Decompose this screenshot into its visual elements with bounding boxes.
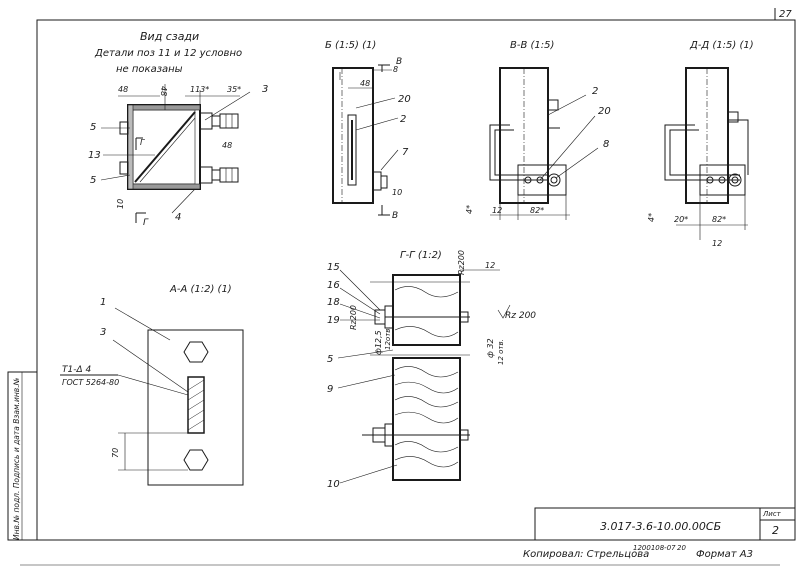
drawing-designation: 3.017-3.6-10.00.00СБ <box>600 520 721 533</box>
section-b-callout-7: 7 <box>402 147 409 158</box>
section-b-dim-8: 8 <box>393 65 398 74</box>
section-g-rz200a: Rz200 <box>457 250 466 275</box>
section-b-mark-v2: В <box>392 211 398 221</box>
section-b-mark-v1: В <box>396 57 402 67</box>
section-g-callout-9: 9 <box>327 384 333 395</box>
section-g-callout-16: 16 <box>327 280 340 291</box>
section-d-title: Д-Д (1:5) (1) <box>689 40 754 51</box>
section-g-hole1b: 12отв. <box>384 326 392 350</box>
section-a-callout-3: 3 <box>100 327 106 338</box>
section-g-rz200b: Rz200 <box>349 305 358 330</box>
section-g-hole2: ф 32 <box>486 338 495 358</box>
section-a-title: А-А (1:2) (1) <box>169 284 232 295</box>
section-a-weld-2: ГОСТ 5264-80 <box>62 378 119 387</box>
sheet-label: Лист <box>762 510 782 518</box>
rear-callout-3: 3 <box>262 84 268 95</box>
rear-dim-48c: 48 <box>222 141 232 150</box>
sheet-frame <box>7 8 796 566</box>
section-g-callout-10: 10 <box>327 479 340 490</box>
section-d-dim-4: 4* <box>647 213 656 222</box>
section-g-callout-18: 18 <box>327 297 340 308</box>
section-v-dim-12: 12 <box>492 206 502 215</box>
copy-stamp-2: 20 <box>677 544 686 552</box>
rear-view-note-1: Детали поз 11 и 12 условно <box>94 48 242 59</box>
format-label: Формат А3 <box>696 549 753 560</box>
rear-callout-4: 4 <box>175 212 181 223</box>
section-a-callout-1: 1 <box>100 297 106 308</box>
rear-callout-13: 13 <box>88 150 101 161</box>
rear-dim-113: 113* <box>190 85 209 94</box>
section-d-dim-20: 20* <box>674 215 688 224</box>
rear-callout-5a: 5 <box>90 122 96 133</box>
section-g-callout-5: 5 <box>327 354 333 365</box>
rear-dim-48a: 48 <box>118 85 128 94</box>
section-d-dim-82: 82* <box>712 215 726 224</box>
rear-dim-35: 35* <box>227 85 241 94</box>
rear-cut-mark-g: Г <box>140 138 145 147</box>
section-b-callout-20: 20 <box>398 94 411 105</box>
section-b-dim-10: 10 <box>392 188 402 197</box>
copied-by: Копировал: Стрельцова <box>523 549 649 560</box>
section-a: А-А (1:2) (1) 1 3 Т1-Δ 4 ГОСТ 5264-80 70 <box>60 284 244 486</box>
rear-view-title: Вид сзади <box>140 30 199 43</box>
section-a-weld-1: Т1-Δ 4 <box>62 365 91 375</box>
section-b-callout-2: 2 <box>400 114 406 125</box>
rear-view: Вид сзади Детали поз 11 и 12 условно не … <box>88 30 268 228</box>
section-v-callout-2: 2 <box>592 86 598 97</box>
section-v-dim-4: 4* <box>465 205 474 214</box>
section-g-title: Г-Г (1:2) <box>400 250 442 261</box>
section-g-callout-15: 15 <box>327 262 340 273</box>
rear-view-note-2: не показаны <box>116 64 183 75</box>
rear-dim-48b: 48 <box>159 86 168 96</box>
section-v-callout-20: 20 <box>598 106 611 117</box>
section-v: В-В (1:5) 2 20 8 12 82* 4* <box>465 40 611 220</box>
side-stamp: Инв.№ подл. Подпись и дата Взам.инв.№ <box>12 377 21 540</box>
section-g-hole2b: 12 отв. <box>497 339 505 365</box>
section-g-callout-19: 19 <box>327 315 340 326</box>
rear-dim-10: 10 <box>116 199 125 209</box>
section-g-hole1: ф12,5 <box>374 330 383 355</box>
page-number: 27 <box>779 9 792 20</box>
section-b: Б (1:5) (1) В В 48 8 10 20 2 7 <box>325 40 411 221</box>
section-v-dim-82: 82* <box>530 206 544 215</box>
section-d: Д-Д (1:5) (1) 20* 82* 12 4* <box>647 40 754 248</box>
section-a-dim-70: 70 <box>111 448 120 458</box>
section-b-title: Б (1:5) (1) <box>325 40 376 51</box>
rear-cut-mark-g2: Г <box>143 218 149 228</box>
section-g-dim-12: 12 <box>485 261 495 270</box>
rear-callout-5b: 5 <box>90 175 96 186</box>
copy-stamp: 1200108-07 <box>633 544 676 552</box>
section-b-dim-48: 48 <box>360 79 370 88</box>
section-d-dim-12: 12 <box>712 239 722 248</box>
section-g-rz200c: Rz 200 <box>505 311 536 321</box>
section-v-callout-8: 8 <box>603 139 609 150</box>
sheet-number: 2 <box>772 524 779 537</box>
section-g: Г-Г (1:2) 15 16 18 19 5 <box>327 250 536 490</box>
section-v-title: В-В (1:5) <box>510 40 554 51</box>
